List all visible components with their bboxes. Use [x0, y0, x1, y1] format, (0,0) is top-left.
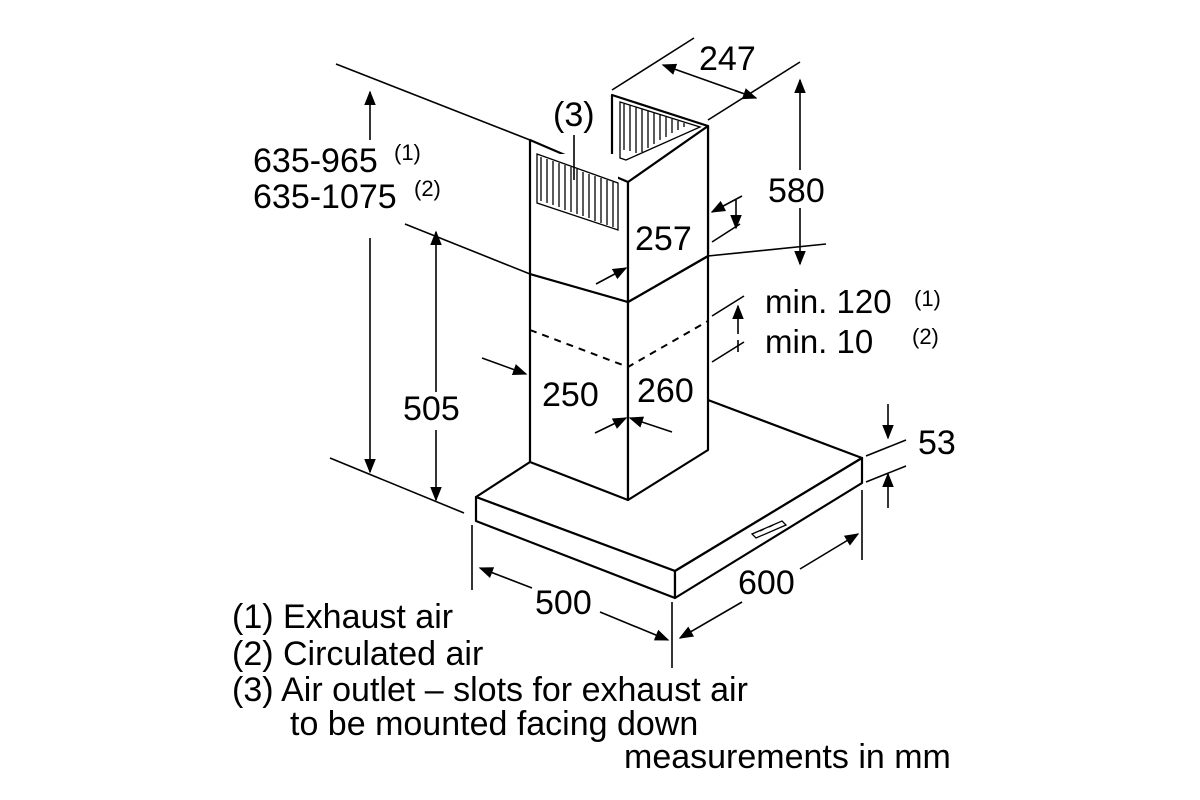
chimney-depth-label: 247 [699, 40, 756, 78]
height-total-2-label: 635-1075 [253, 178, 397, 216]
canopy-depth-label: 500 [535, 584, 592, 622]
chimney-overlap-line [529, 320, 709, 369]
canopy-side-face [673, 456, 864, 600]
lower-height-label: 505 [403, 390, 460, 428]
legend-item-circulated-air: (2) Circulated air [232, 635, 483, 673]
canopy-thickness-label: 53 [918, 424, 956, 462]
height-total-1-label: 635-965 [253, 142, 378, 180]
min-gap-1-note: (1) [914, 286, 941, 311]
air-outlet-slots-icon [536, 153, 619, 234]
height-total-1-note: (1) [394, 140, 421, 165]
legend-item-air-outlet-continued: to be mounted facing down [290, 705, 698, 743]
min-gap-1-label: min. 120 [765, 283, 892, 320]
dimension-lines [329, 37, 907, 668]
canopy-width-label: 600 [738, 564, 795, 602]
control-panel-icon [750, 520, 788, 539]
height-total-2-note: (2) [414, 176, 441, 201]
hood-outline [474, 93, 864, 600]
min-gap-2-label: min. 10 [765, 323, 873, 360]
chimney-width-label: 250 [542, 376, 599, 414]
legend: (1) Exhaust air (2) Circulated air (3) A… [232, 598, 951, 776]
legend-item-exhaust-air: (1) Exhaust air [232, 598, 453, 636]
air-outlet-slots-back-icon [619, 101, 702, 161]
air-outlet-marker: (3) [553, 96, 595, 134]
upper-chimney-height-label: 580 [768, 172, 825, 210]
min-gap-2-note: (2) [912, 324, 939, 349]
chimney-depth-lower-label: 260 [637, 372, 694, 410]
legend-item-air-outlet: (3) Air outlet – slots for exhaust air [232, 671, 748, 709]
chimney-offset-label: 257 [635, 220, 692, 258]
dimension-labels: 635-965 (1) 635-1075 (2) (3) 247 580 257… [253, 40, 956, 622]
units-note: measurements in mm [624, 738, 951, 776]
